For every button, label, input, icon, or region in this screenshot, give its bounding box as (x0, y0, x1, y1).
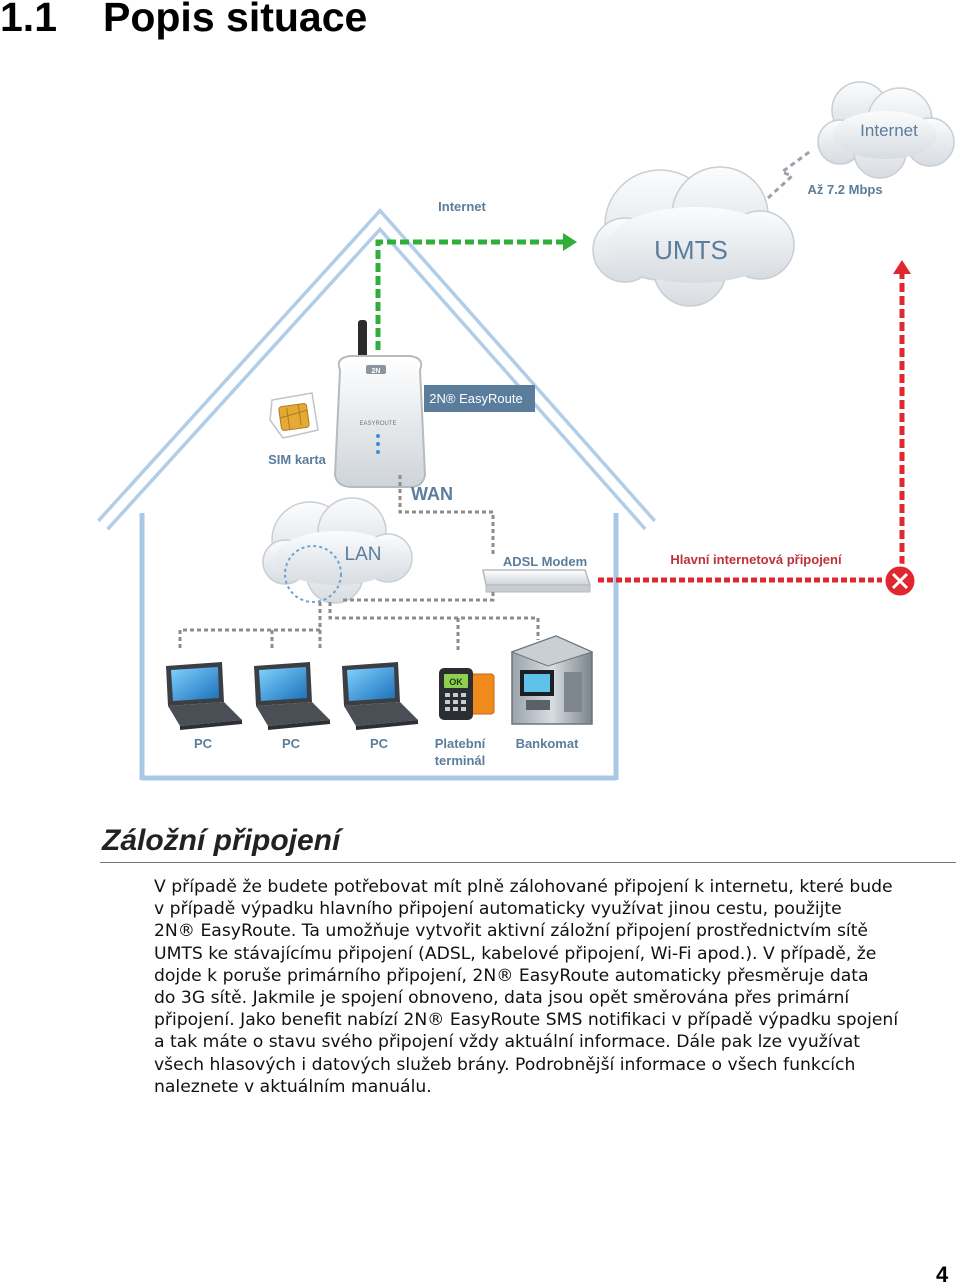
section-number: 1.1 (0, 0, 57, 40)
heading-divider (100, 862, 956, 863)
lan-cloud: LAN (262, 497, 413, 604)
sim-card-label: SIM karta (268, 452, 327, 467)
lan-label: LAN (345, 544, 382, 565)
house-outline (97, 208, 656, 781)
atm-label: Bankomat (516, 736, 580, 751)
section-title: Popis situace (103, 0, 368, 40)
pc-2-icon (254, 662, 330, 730)
umts-label: UMTS (654, 235, 728, 265)
internet-link-label: Internet (438, 199, 486, 214)
pc-2-label: PC (282, 736, 301, 751)
router-logo: 2N (372, 368, 381, 375)
speed-label: Až 7.2 Mbps (807, 182, 882, 197)
paragraph-line: naleznete v aktuálním manuálu. (154, 1076, 432, 1097)
backup-link (375, 233, 577, 350)
paragraph-line: všech hlasových i datových služeb brány.… (154, 1054, 856, 1075)
primary-link (598, 260, 918, 599)
paragraph-line: 2N® EasyRoute. Ta umožňuje vytvořit akti… (154, 921, 869, 942)
paragraph-line: připojení. Jako benefit nabízí 2N® EasyR… (154, 1010, 899, 1031)
pc-3-label: PC (370, 736, 389, 751)
paragraph-line: V případě že budete potřebovat mít plně … (154, 877, 893, 897)
terminal-screen-text: OK (449, 677, 463, 687)
paragraph-line: a tak máte o stavu svého připojení vždy … (154, 1032, 860, 1053)
router-label: 2N® EasyRoute (429, 391, 522, 406)
section-heading: 1.1 Popis situace (0, 0, 367, 41)
internet-cloud-label: Internet (860, 121, 918, 140)
lan-wiring (178, 592, 540, 650)
pc-3-icon (342, 662, 418, 730)
adsl-modem (482, 569, 592, 593)
umts-internet-link (766, 148, 813, 200)
wan-label: WAN (411, 484, 453, 504)
router-device: 2N EASYROUTE (333, 320, 427, 488)
network-diagram: Internet Až 7.2 Mbps UMTS Internet Hlavn… (0, 80, 960, 790)
paragraph-line: v případě výpadku hlavního připojení aut… (154, 899, 842, 920)
body-paragraph: V případě že budete potřebovat mít plně … (154, 876, 960, 1098)
page-number: 4 (936, 1262, 949, 1287)
subsection-heading: Záložní připojení (102, 824, 341, 857)
router-brand-text: EASYROUTE (359, 421, 396, 427)
paragraph-line: UMTS ke stávajícímu připojení (ADSL, kab… (154, 943, 877, 964)
main-connection-label: Hlavní internetová připojení (670, 552, 842, 567)
atm-icon (510, 635, 594, 725)
sim-card (269, 392, 319, 439)
adsl-modem-label: ADSL Modem (503, 554, 587, 569)
terminal-label-line1: Platební (435, 736, 486, 751)
pc-1-icon (166, 662, 242, 730)
router-badge (424, 385, 535, 412)
paragraph-line: do 3G sítě. Jakmile je spojení obnoveno,… (154, 988, 850, 1009)
umts-cloud: UMTS (592, 166, 795, 307)
payment-terminal-icon: OK (439, 668, 495, 720)
terminal-label-line2: terminál (435, 753, 486, 768)
paragraph-line: dojde k poruše primárního připojení, 2N®… (154, 965, 869, 986)
pc-1-label: PC (194, 736, 213, 751)
internet-cloud: Internet (817, 81, 955, 179)
